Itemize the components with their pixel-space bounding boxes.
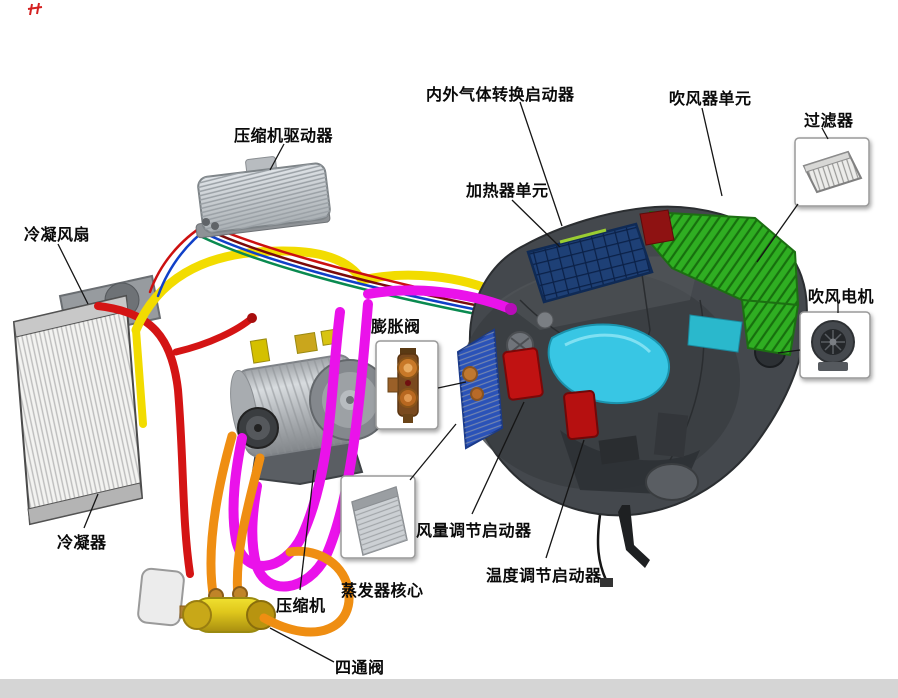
label-air-volume-actuator: 风量调节启动器 [416, 521, 532, 540]
label-expansion-valve: 膨胀阀 [371, 317, 421, 336]
magenta-tube-loops [228, 299, 373, 592]
expansion-valve-callout [375, 340, 439, 430]
filter-callout [794, 137, 870, 207]
bottom-watermark-bar [0, 679, 898, 698]
blower-motor-callout [799, 311, 871, 379]
leader-evaporator [409, 423, 457, 481]
leader-lines [57, 101, 839, 663]
label-four-way-valve: 四通阀 [335, 658, 385, 677]
label-filter: 过滤器 [804, 111, 854, 130]
magenta-tube-horizontal [363, 285, 517, 315]
condenser [12, 294, 144, 526]
leader-compressor [299, 469, 315, 591]
label-compressor: 压缩机 [276, 596, 326, 615]
leader-blower-motor-box [777, 349, 801, 354]
cyan-duct [547, 323, 670, 404]
four-way-valve-group [137, 431, 354, 637]
leader-heater-unit [511, 199, 561, 248]
label-evaporator-core: 蒸发器核心 [341, 581, 424, 600]
leader-air-volume [471, 401, 525, 515]
leader-condenser [83, 493, 99, 529]
label-heater-unit: 加热器单元 [466, 181, 549, 200]
leader-condenser-fan [57, 243, 89, 305]
inner-outer-air-actuator-part [639, 209, 675, 246]
label-condenser-fan: 冷凝风扇 [24, 225, 91, 244]
leader-expansion-valve [437, 381, 467, 389]
air-volume-actuator-part [502, 347, 544, 401]
label-condenser: 冷凝器 [57, 533, 107, 552]
label-blower-unit: 吹风器单元 [669, 89, 752, 108]
leader-four-way [269, 627, 335, 663]
corner-watermark-mark [27, 2, 43, 16]
label-temperature-actuator: 温度调节启动器 [486, 566, 602, 585]
leader-filter-box [756, 203, 799, 263]
temperature-actuator-part [563, 389, 599, 441]
evaporator-on-unit [456, 328, 504, 450]
label-blower-motor: 吹风电机 [808, 287, 875, 306]
heater-unit [526, 222, 654, 304]
accumulator-canister [137, 567, 185, 627]
expansion-valve-on-unit [462, 366, 478, 382]
leader-filter-label [821, 127, 829, 140]
leader-temperature [545, 439, 585, 559]
leader-inner-outer [519, 101, 563, 227]
label-inner-outer-air-actuator: 内外气体转换启动器 [426, 85, 575, 104]
leader-compressor-driver [269, 143, 285, 171]
evaporator-core-callout [340, 475, 416, 559]
compressor-driver [195, 156, 331, 239]
label-compressor-driver: 压缩机驱动器 [234, 126, 334, 145]
leader-blower-unit [701, 107, 723, 197]
blower-unit [646, 210, 800, 357]
